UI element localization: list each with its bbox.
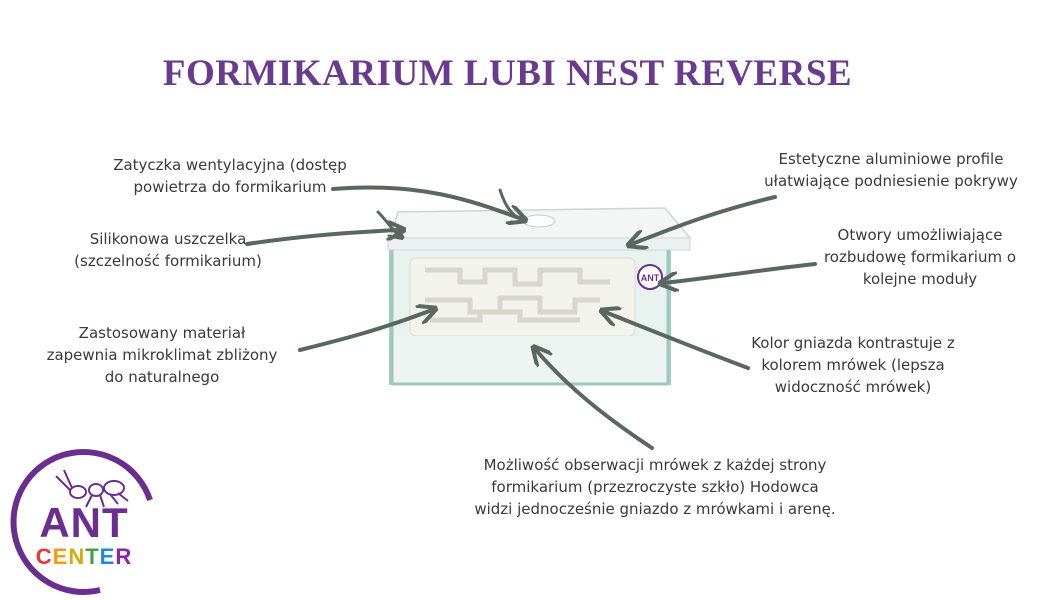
- arrow-icon: [498, 188, 522, 220]
- page-title: FORMIKARIUM LUBI NEST REVERSE: [162, 53, 853, 94]
- arrow-icon: [605, 312, 750, 370]
- logo-center-word: CENTER: [35, 544, 133, 569]
- callout-seal: Silikonowa uszczelka (szczelność formika…: [74, 230, 262, 270]
- callout-vent-plug: Zatyczka wentylacyjna (dostęp powietrza …: [113, 156, 347, 196]
- callout-material: Zastosowany materiał zapewnia mikroklima…: [46, 324, 278, 386]
- formicarium-box: ANT: [386, 207, 692, 386]
- callout-profiles: Estetyczne aluminiowe profile ułatwiając…: [764, 150, 1018, 190]
- arrow-icon: [331, 185, 522, 219]
- ant-badge-label: ANT: [641, 273, 660, 283]
- callout-color: Kolor gniazda kontrastuje z kolorem mrów…: [751, 334, 955, 396]
- arrow-icon: [245, 230, 400, 246]
- arrow-icon: [298, 310, 432, 352]
- ant-icon: [55, 469, 129, 508]
- callout-openings: Otwory umożliwiające rozbudowę formikari…: [823, 226, 1017, 288]
- logo-ant-word: ANT: [39, 499, 129, 546]
- vent-plug: [522, 214, 556, 228]
- arrow-icon: [632, 195, 777, 244]
- callout-observation: Możliwość obserwacji mrówek z każdej str…: [474, 456, 836, 518]
- arrow-icon: [664, 262, 817, 283]
- ant-center-logo-text: ANT CENTER: [20, 455, 165, 595]
- arrow-icon: [536, 350, 654, 450]
- ant-center-logo: [10, 448, 153, 595]
- arrow-icon: [376, 210, 400, 236]
- aluminium-profile: [387, 237, 691, 251]
